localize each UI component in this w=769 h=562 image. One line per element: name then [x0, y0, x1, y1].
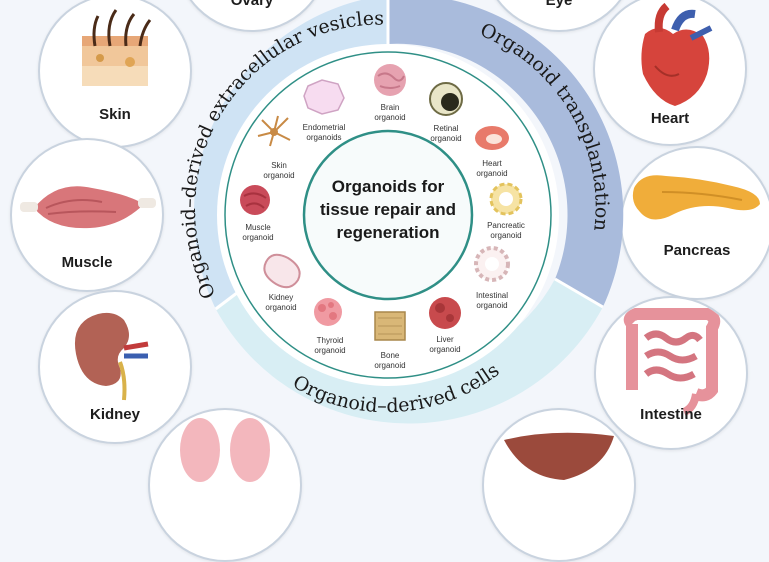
- organ-label-eye: Eye: [545, 0, 573, 9]
- organoid-label-heart-2: organoid: [476, 169, 507, 178]
- organ-label-skin: Skin: [99, 106, 131, 123]
- thyroid-organoid-icon: [314, 298, 342, 326]
- organ-heart: Heart: [593, 0, 747, 146]
- segment-vesicles: [193, 0, 388, 309]
- organoid-label-bone-1: Bone: [381, 351, 400, 360]
- organ-label-ovary: Ovary: [230, 0, 274, 9]
- organ-label-muscle: Muscle: [61, 254, 113, 271]
- retinal-organoid-icon: [429, 82, 463, 116]
- intestine-icon: [623, 308, 721, 416]
- organoid-label-skin-1: Skin: [271, 161, 287, 170]
- organoid-label-brain-2: organoid: [374, 113, 405, 122]
- endometrial-organoid-icon: [303, 79, 345, 115]
- muscle-icon: [20, 186, 156, 229]
- organoid-label-intestinal-1: Intestinal: [476, 291, 508, 300]
- organ-label-kidney: Kidney: [89, 406, 140, 423]
- organ-pancreas: Pancreas: [620, 146, 769, 300]
- organ-label-heart: Heart: [650, 110, 690, 127]
- organ-label-pancreas: Pancreas: [663, 242, 731, 259]
- heart-organoid-icon: [475, 126, 509, 150]
- center-title-line1: Organoids for: [332, 177, 445, 196]
- organoid-label-endometrial-2: organoids: [306, 133, 341, 142]
- organ-muscle: Muscle: [10, 138, 164, 292]
- bone-organoid-icon: [374, 311, 406, 341]
- center-title-line2: tissue repair and: [320, 200, 456, 219]
- pancreatic-organoid-icon: [489, 182, 523, 216]
- organoid-label-retinal-2: organoid: [430, 134, 461, 143]
- organoid-label-thyroid-1: Thyroid: [317, 336, 344, 345]
- organoid-label-muscle-1: Muscle: [245, 223, 271, 232]
- heart-icon: [641, 2, 713, 106]
- pancreas-icon: [632, 175, 760, 220]
- center-circle: [302, 129, 474, 301]
- organ-skin: Skin: [38, 0, 192, 148]
- organoid-label-brain-1: Brain: [381, 103, 400, 112]
- organoid-label-skin-2: organoid: [263, 171, 294, 180]
- muscle-organoid-icon: [240, 185, 270, 215]
- segment-derived-cells: [215, 279, 603, 424]
- organoid-label-endometrial-1: Endometrial: [303, 123, 346, 132]
- organoid-label-heart-1: Heart: [482, 159, 502, 168]
- liver-organoid-icon: [429, 297, 461, 329]
- skin-organoid-icon: [257, 115, 291, 147]
- kidney-organoid-icon: [263, 253, 301, 289]
- segment-transplantation: [388, 0, 624, 307]
- organoid-label-pancreatic-2: organoid: [490, 231, 521, 240]
- organoid-label-kidney-2: organoid: [265, 303, 296, 312]
- brain-organoid-icon: [374, 64, 406, 96]
- kidney-icon: [74, 312, 149, 401]
- organoid-label-intestinal-2: organoid: [476, 301, 507, 310]
- skin-icon: [82, 9, 152, 86]
- organ-kidney: Kidney: [38, 290, 192, 444]
- diagram-canvas: Ovary Eye Skin Muscle: [10, 0, 769, 562]
- organ-intestine: Intestine: [594, 296, 748, 450]
- organoid-label-muscle-2: organoid: [242, 233, 273, 242]
- organoid-label-kidney-1: Kidney: [269, 293, 293, 302]
- organoid-label-liver-1: Liver: [436, 335, 454, 344]
- organoid-label-bone-2: organoid: [374, 361, 405, 370]
- organ-label-intestine: Intestine: [640, 406, 702, 423]
- center-title-line3: regeneration: [337, 223, 440, 242]
- organoid-label-pancreatic-1: Pancreatic: [487, 221, 525, 230]
- organoid-label-retinal-1: Retinal: [434, 124, 459, 133]
- organoid-label-thyroid-2: organoid: [314, 346, 345, 355]
- intestinal-organoid-icon: [474, 246, 510, 282]
- organoid-label-liver-2: organoid: [429, 345, 460, 354]
- central-ring: Organoid–derived extracellular vesicles …: [178, 0, 624, 424]
